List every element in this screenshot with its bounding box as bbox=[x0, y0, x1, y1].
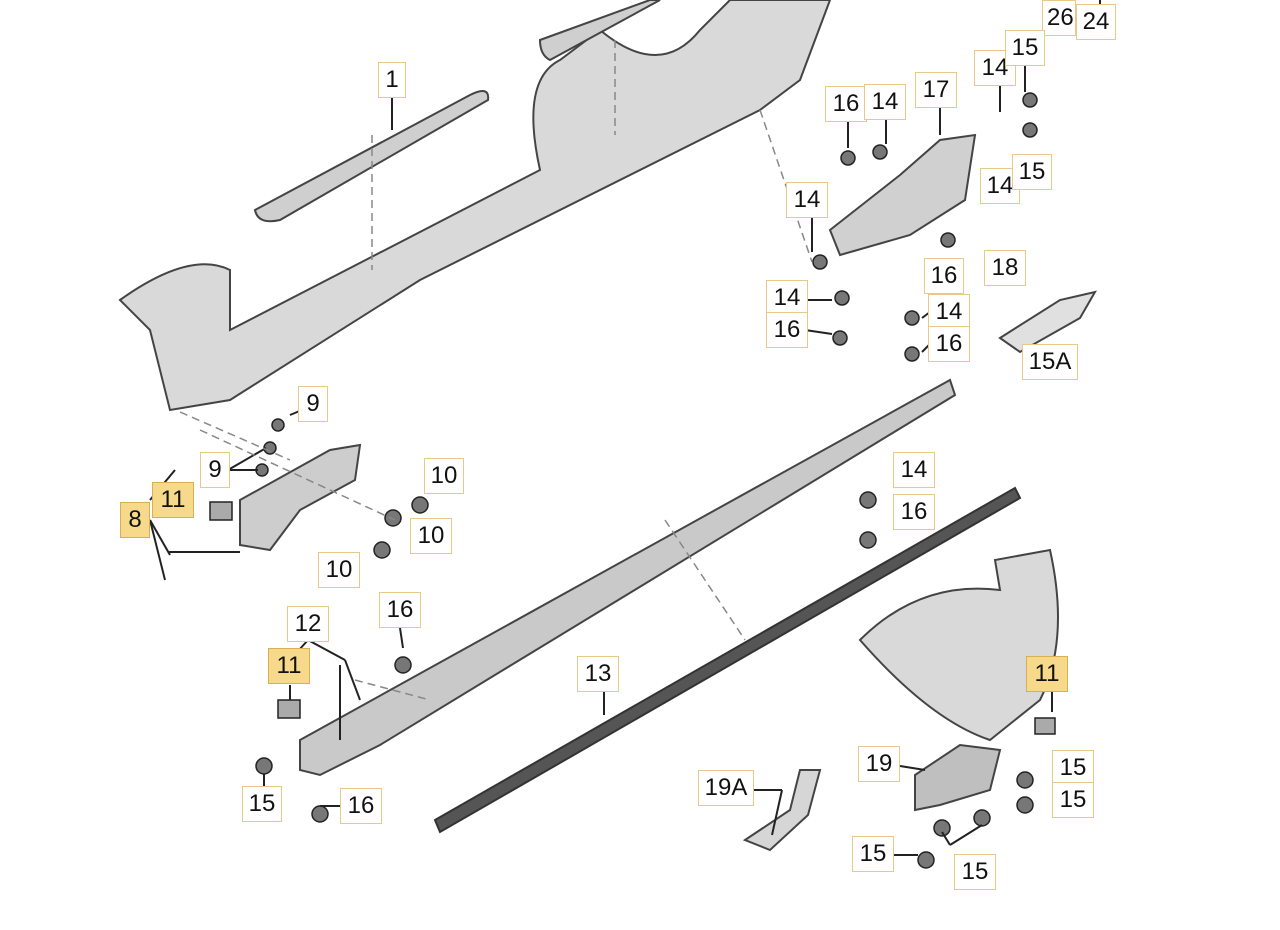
callout-label: 15 bbox=[1005, 30, 1045, 66]
clips-11 bbox=[209, 501, 1056, 735]
callout-label: 15 bbox=[1012, 154, 1052, 190]
sealant-tube bbox=[998, 290, 1098, 354]
callout-label: 15A bbox=[1022, 344, 1078, 380]
callout-label: 15 bbox=[242, 786, 282, 822]
callout-label: 10 bbox=[410, 518, 452, 554]
bracket-19 bbox=[914, 743, 1002, 812]
callout-label: 14 bbox=[928, 294, 970, 330]
callout-label: 9 bbox=[200, 452, 230, 488]
bracket-17 bbox=[828, 133, 977, 257]
assembly-lines bbox=[179, 40, 813, 701]
callout-label: 9 bbox=[298, 386, 328, 422]
sill-trim-1 bbox=[253, 90, 490, 223]
body-side-panel bbox=[118, 0, 832, 412]
callout-label: 15 bbox=[954, 854, 996, 890]
callout-label: 1 bbox=[378, 62, 406, 98]
callout-label: 14 bbox=[786, 182, 828, 218]
side-skirt bbox=[299, 378, 957, 777]
callout-label: 15 bbox=[1052, 750, 1094, 786]
callout-label: 16 bbox=[825, 86, 867, 122]
strip-13 bbox=[433, 486, 1022, 834]
callout-label: 19 bbox=[858, 746, 900, 782]
callout-label: 19A bbox=[698, 770, 754, 806]
callout-label-highlighted: 11 bbox=[152, 482, 194, 518]
callout-label: 16 bbox=[379, 592, 421, 628]
bracket-8 bbox=[239, 443, 362, 552]
callout-label: 16 bbox=[340, 788, 382, 824]
callout-label: 13 bbox=[577, 656, 619, 692]
callout-label-highlighted: 11 bbox=[268, 648, 310, 684]
callout-label: 14 bbox=[766, 280, 808, 316]
callout-label: 10 bbox=[318, 552, 360, 588]
callout-label: 26 bbox=[1042, 0, 1076, 36]
bracket-19A bbox=[742, 769, 822, 852]
sill-trim-top bbox=[538, 0, 661, 62]
rear-corner-panel bbox=[858, 548, 1059, 742]
callout-label: 10 bbox=[424, 458, 464, 494]
callout-label: 15 bbox=[852, 836, 894, 872]
callout-label: 14 bbox=[893, 452, 935, 488]
callout-label: 14 bbox=[864, 84, 906, 120]
callout-label: 18 bbox=[984, 250, 1026, 286]
callout-label-highlighted: 8 bbox=[120, 502, 150, 538]
callout-label: 16 bbox=[893, 494, 935, 530]
callout-label: 16 bbox=[928, 326, 970, 362]
callout-label: 12 bbox=[287, 606, 329, 642]
callout-label: 15 bbox=[1052, 782, 1094, 818]
callout-label-highlighted: 11 bbox=[1026, 656, 1068, 692]
fasteners bbox=[255, 92, 1038, 869]
callout-label: 16 bbox=[924, 258, 964, 294]
callout-label: 24 bbox=[1076, 4, 1116, 40]
callout-label: 16 bbox=[766, 312, 808, 348]
callout-label: 17 bbox=[915, 72, 957, 108]
